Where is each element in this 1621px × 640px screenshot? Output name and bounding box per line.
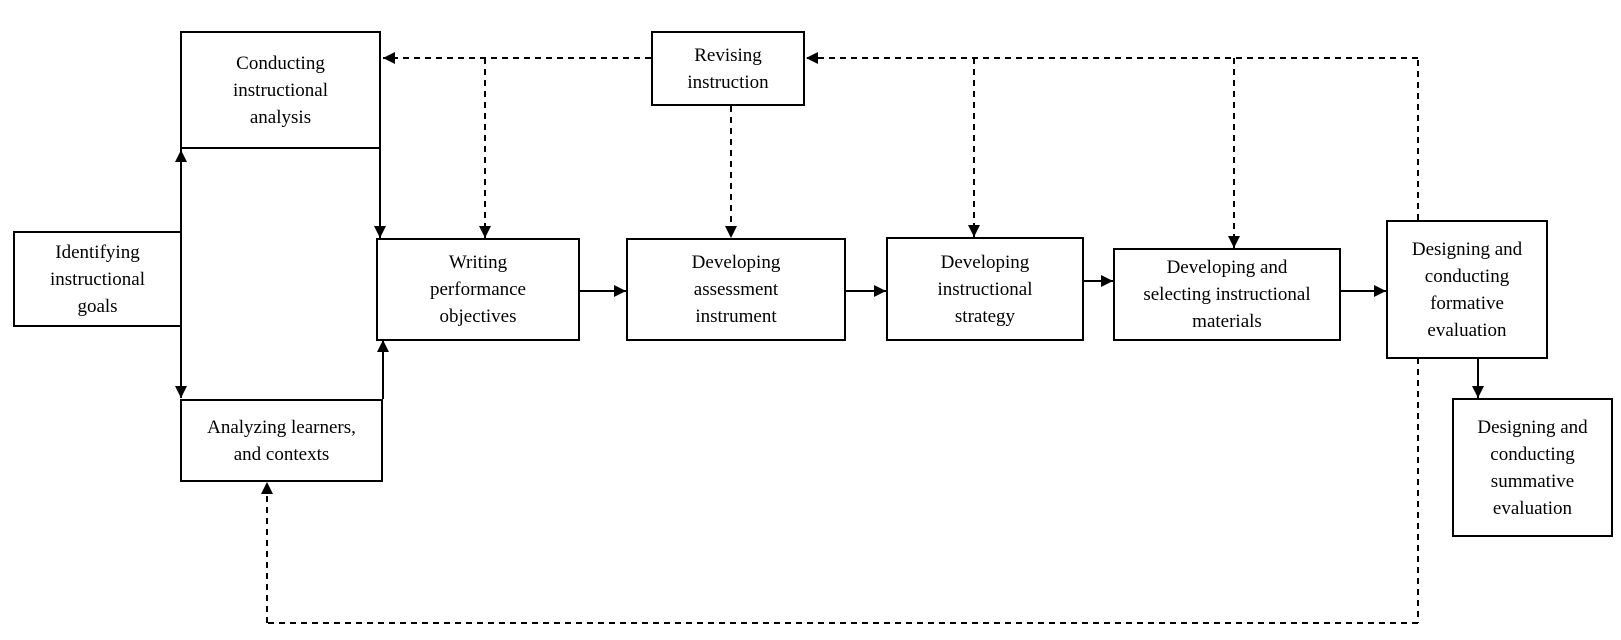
node-label: Designing and conducting formative evalu… (1411, 238, 1523, 341)
node-label: Designing and conducting summative evalu… (1477, 416, 1588, 519)
feedback-connectors (261, 52, 1419, 624)
node-label: Developing assessment instrument (691, 252, 781, 327)
node-revising-instruction: Revising instruction (651, 31, 805, 106)
node-performance-objectives: Writing performance objectives (376, 238, 580, 341)
node-label: Analyzing learners, and contexts (207, 416, 356, 465)
node-instructional-materials: Developing and selecting instructional m… (1113, 248, 1341, 341)
node-label: Developing and selecting instructional m… (1143, 257, 1311, 332)
node-instructional-strategy: Developing instructional strategy (886, 237, 1084, 341)
node-label: Developing instructional strategy (937, 251, 1033, 327)
node-instructional-analysis: Conducting instructional analysis (180, 31, 381, 149)
node-assessment-instrument: Developing assessment instrument (626, 238, 846, 341)
node-label: Writing performance objectives (430, 252, 526, 327)
node-label: Revising instruction (687, 44, 769, 93)
node-label: Identifying instructional goals (50, 241, 145, 317)
node-summative-evaluation: Designing and conducting summative evalu… (1452, 398, 1613, 537)
node-identifying-goals: Identifying instructional goals (13, 231, 182, 327)
node-label: Conducting instructional analysis (233, 52, 328, 128)
node-formative-evaluation: Designing and conducting formative evalu… (1386, 220, 1548, 359)
node-analyzing-learners: Analyzing learners, and contexts (180, 399, 383, 482)
